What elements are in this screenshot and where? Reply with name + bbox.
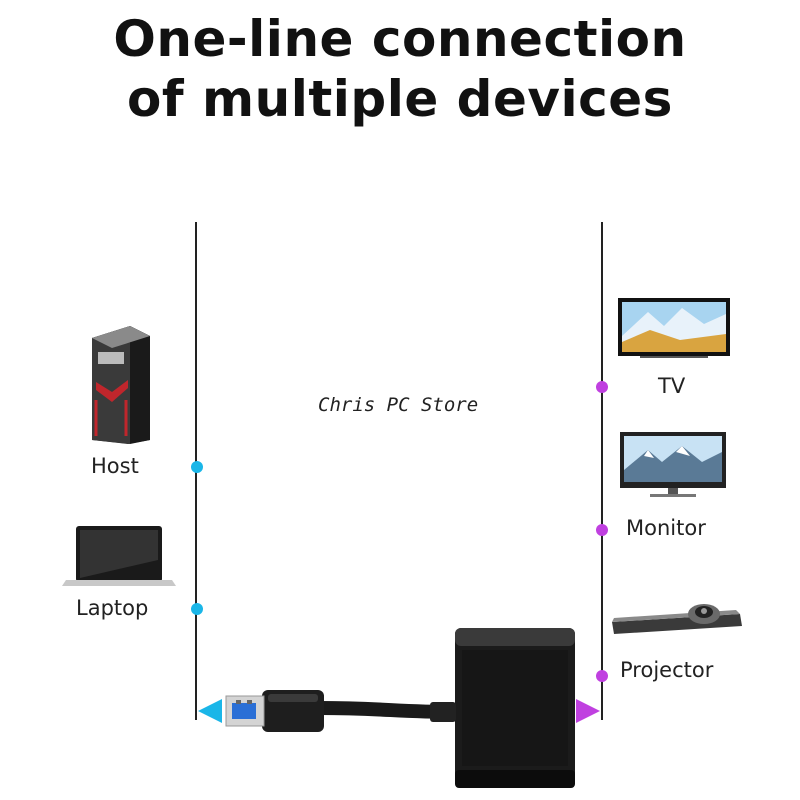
output-label-monitor: Monitor [626,516,706,540]
cable-strain-relief [430,702,456,722]
title-line-1: One-line connection [113,10,687,68]
host-connection-dot [191,461,203,473]
desktop-tower-icon [92,326,150,444]
input-label-laptop: Laptop [76,596,149,620]
usb-plug [225,690,324,732]
title-line-2: of multiple devices [127,70,673,128]
projector-connection-dot [596,670,608,682]
hdmi-adapter-hub [455,628,575,788]
monitor-connection-dot [596,524,608,536]
laptop-icon [62,526,176,586]
output-arrow [576,699,600,723]
store-watermark: Chris PC Store [318,394,479,416]
output-label-tv: TV [658,374,686,398]
output-label-projector: Projector [620,658,714,682]
laptop-connection-dot [191,603,203,615]
projector-icon [612,604,742,634]
tv-connection-dot [596,381,608,393]
monitor-icon [620,432,726,497]
input-arrow [198,699,222,723]
input-label-host: Host [91,454,139,478]
tv-icon [618,298,730,358]
